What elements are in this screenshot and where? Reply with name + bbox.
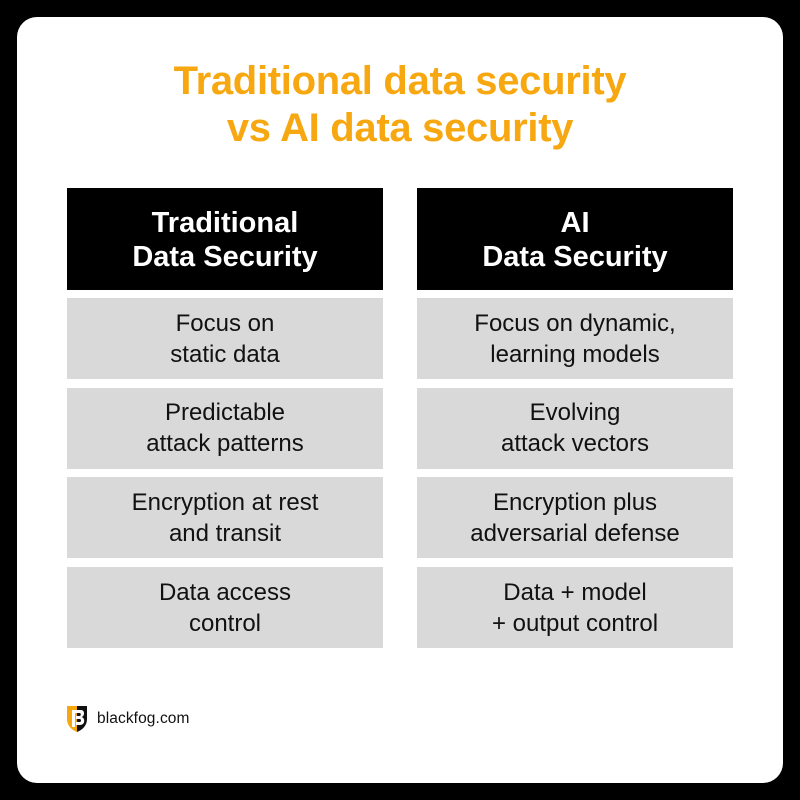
header-line-2: Data Security: [132, 241, 318, 273]
header-line-1: AI: [560, 207, 590, 239]
comparison-row: Focus on dynamic, learning models: [417, 298, 733, 379]
row-text-line-2: control: [188, 609, 262, 637]
row-text-line-1: Encryption plus: [492, 488, 658, 516]
comparison-row: Data access control: [67, 567, 383, 649]
row-text-line-2: attack patterns: [146, 430, 304, 458]
comparison-row: Focus on static data: [67, 298, 383, 379]
blackfog-shield-logo-icon: [66, 705, 88, 733]
row-text-line-1: Predictable: [164, 399, 286, 427]
comparison-row: Predictable attack patterns: [67, 387, 383, 469]
row-text-line-1: Evolving: [529, 399, 621, 427]
brand-website-link[interactable]: blackfog.com: [97, 710, 190, 727]
ai-security-column: AI Data Security Focus on dynamic, learn…: [417, 188, 733, 657]
brand-footer: blackfog.com: [66, 704, 190, 734]
header-line-1: Traditional: [151, 207, 299, 239]
row-text-line-1: Data access: [158, 578, 292, 606]
column-header-ai: AI Data Security: [417, 188, 733, 290]
column-header-traditional: Traditional Data Security: [67, 188, 383, 290]
row-text-line-2: static data: [170, 340, 280, 368]
row-text-line-1: Focus on: [175, 309, 275, 337]
row-text-line-2: adversarial defense: [470, 519, 680, 547]
comparison-row: Evolving attack vectors: [417, 387, 733, 469]
row-text-line-2: and transit: [168, 519, 282, 547]
row-text-line-1: Focus on dynamic,: [474, 309, 676, 337]
row-text-line-2: attack vectors: [500, 430, 650, 458]
header-line-2: Data Security: [482, 241, 668, 273]
row-text-line-2: learning models: [490, 340, 660, 368]
comparison-row: Encryption plus adversarial defense: [417, 477, 733, 559]
comparison-row: Encryption at rest and transit: [67, 477, 383, 559]
title-line-2: vs AI data security: [226, 106, 574, 150]
row-text-line-2: + output control: [491, 609, 659, 637]
traditional-security-column: Traditional Data Security Focus on stati…: [67, 188, 383, 657]
row-text-line-1: Encryption at rest: [131, 488, 319, 516]
comparison-row: Data + model + output control: [417, 567, 733, 649]
title-line-1: Traditional data security: [173, 59, 627, 103]
row-text-line-1: Data + model: [503, 578, 647, 606]
page-title: Traditional data security vs AI data sec…: [0, 58, 800, 152]
